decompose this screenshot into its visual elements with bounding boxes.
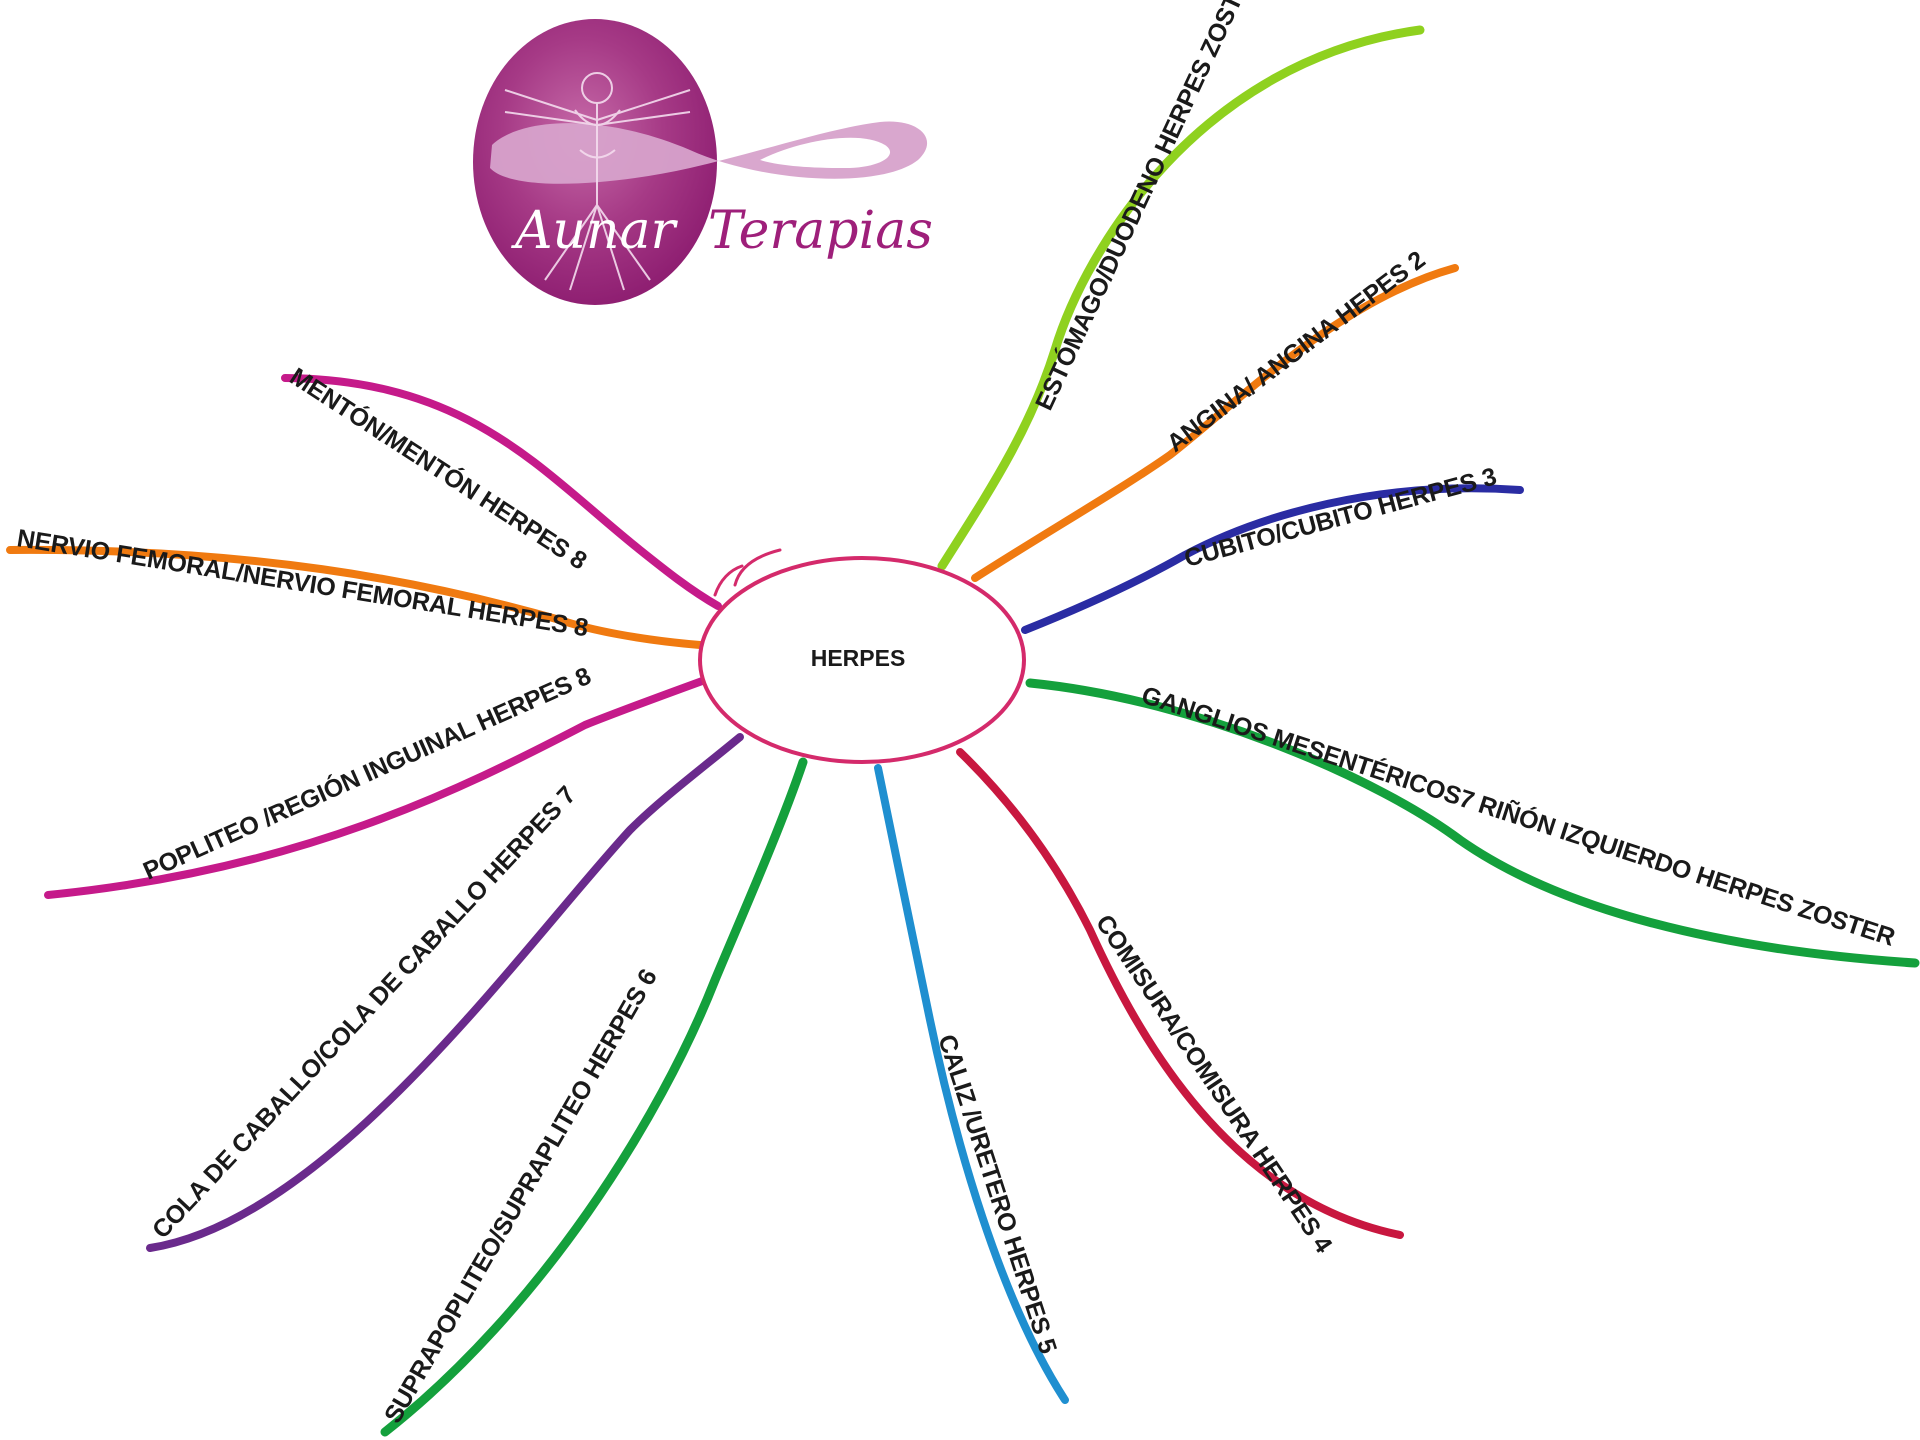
central-topic-flourish bbox=[713, 548, 782, 597]
branch-nervio-femoral[interactable]: NERVIO FEMORAL/NERVIO FEMORAL HERPES 8 bbox=[6, 524, 704, 649]
branch-comisura-label: COMISURA/COMISURA HERPES 4 bbox=[1090, 910, 1338, 1258]
branch-cola-line bbox=[146, 733, 744, 1252]
branch-cubito[interactable]: CUBITO/CUBITO HERPES 3 bbox=[1021, 462, 1524, 634]
central-topic-bubble bbox=[698, 556, 1026, 764]
branch-angina-label: ANGINA/ ANGINA HEPES 2 bbox=[1162, 246, 1431, 458]
logo-infinity-inner bbox=[760, 137, 891, 168]
branch-estomago-label: ESTÓMAGO/DUODENO HERPES ZOSTER bbox=[1028, 0, 1262, 415]
branch-menton[interactable]: MENTÓN/MENTÓN HERPES 8 bbox=[281, 361, 722, 610]
branch-comisura[interactable]: COMISURA/COMISURA HERPES 4 bbox=[956, 748, 1404, 1258]
branch-cubito-line bbox=[1021, 484, 1524, 634]
aunar-terapias-logo: Aunar Terapias bbox=[473, 19, 933, 305]
branch-suprapopliteo-label: SUPRAPOPLITEO/SUPRAPLITEO HERPES 6 bbox=[379, 964, 663, 1428]
vitruvian-man-figure bbox=[504, 72, 691, 291]
branch-nervio-line bbox=[6, 545, 704, 649]
branch-estomago[interactable]: ESTÓMAGO/DUODENO HERPES ZOSTER bbox=[937, 0, 1425, 571]
branch-nervio-label: NERVIO FEMORAL/NERVIO FEMORAL HERPES 8 bbox=[15, 524, 590, 642]
branch-menton-line bbox=[281, 374, 722, 610]
central-topic[interactable]: HERPES bbox=[698, 548, 1026, 764]
branch-ganglios-label: GANGLIOS MESENTÉRICOS7 RIÑÓN IZQUIERDO H… bbox=[1138, 679, 1899, 952]
branch-estomago-underline bbox=[1053, 28, 1421, 351]
logo-word-terapias: Terapias bbox=[708, 201, 933, 261]
branch-caliz[interactable]: CALIZ /URETERO HERPES 5 bbox=[874, 764, 1069, 1404]
branch-suprapopliteo[interactable]: SUPRAPOPLITEO/SUPRAPLITEO HERPES 6 bbox=[379, 757, 808, 1437]
branch-angina[interactable]: ANGINA/ ANGINA HEPES 2 bbox=[971, 246, 1459, 582]
branch-ganglios[interactable]: GANGLIOS MESENTÉRICOS7 RIÑÓN IZQUIERDO H… bbox=[1025, 678, 1920, 968]
central-topic-label: HERPES bbox=[811, 645, 906, 671]
branch-popliteo-line bbox=[44, 676, 709, 899]
logo-infinity-ribbon bbox=[490, 121, 928, 184]
branch-caliz-label: CALIZ /URETERO HERPES 5 bbox=[932, 1031, 1062, 1357]
branch-suprapopliteo-line bbox=[380, 757, 808, 1437]
branch-caliz-line bbox=[874, 764, 1069, 1404]
branch-ganglios-line bbox=[1025, 678, 1920, 968]
branch-comisura-line bbox=[956, 748, 1404, 1239]
branch-angina-line bbox=[971, 264, 1459, 582]
logo-word-aunar: Aunar bbox=[511, 201, 679, 261]
branch-cubito-label: CUBITO/CUBITO HERPES 3 bbox=[1181, 462, 1499, 572]
